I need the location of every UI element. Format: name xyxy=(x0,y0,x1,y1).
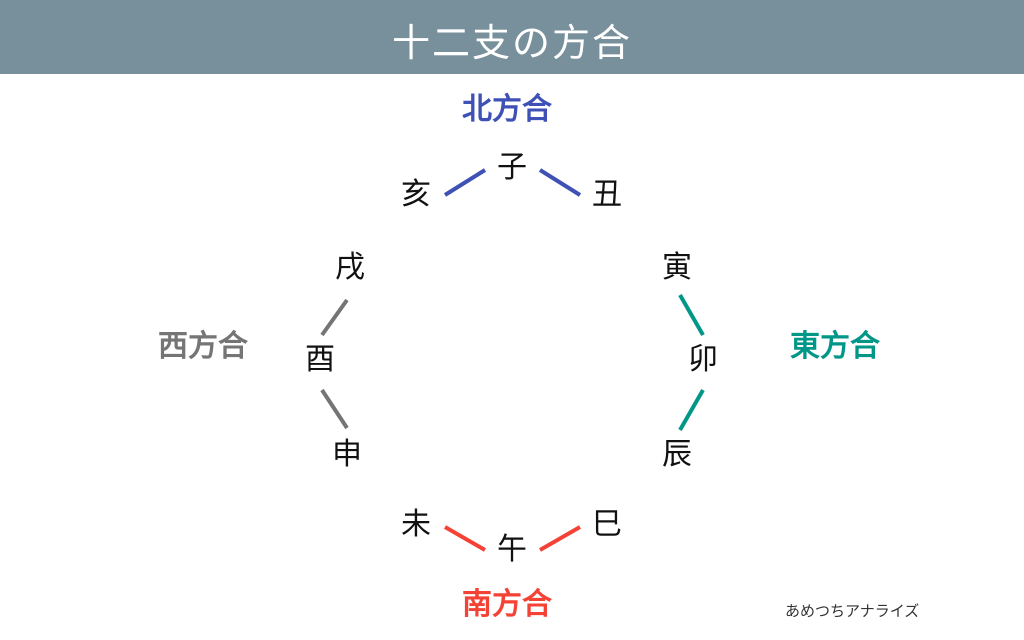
east-group-label: 東方合 xyxy=(790,329,880,364)
sign-ushi: 丑 xyxy=(592,177,622,212)
sign-u: 卯 xyxy=(688,342,718,377)
west-line-1 xyxy=(320,298,349,337)
sign-inu: 戌 xyxy=(335,250,365,285)
sign-tatsu: 辰 xyxy=(662,437,692,472)
north-line-1 xyxy=(443,168,487,197)
east-line-2 xyxy=(678,389,705,431)
sign-hitsuji: 未 xyxy=(401,507,431,542)
title-bar: 十二支の方合 xyxy=(0,0,1024,74)
sign-i: 亥 xyxy=(401,177,431,212)
sign-ne: 子 xyxy=(497,150,527,185)
south-line-1 xyxy=(444,525,486,552)
south-group-label: 南方合 xyxy=(462,587,552,622)
north-group-label: 北方合 xyxy=(462,92,552,127)
page-title: 十二支の方合 xyxy=(391,21,632,65)
west-line-2 xyxy=(320,388,349,430)
sign-mi: 巳 xyxy=(592,507,622,542)
south-line-2 xyxy=(539,525,581,552)
east-line-1 xyxy=(678,294,705,336)
west-group-label: 西方合 xyxy=(158,329,248,364)
sign-uma: 午 xyxy=(497,532,527,567)
watermark: あめつちアナライズ xyxy=(785,602,920,620)
sign-saru: 申 xyxy=(332,437,362,472)
sign-tori: 酉 xyxy=(305,342,335,377)
north-line-2 xyxy=(538,168,582,197)
sign-tora: 寅 xyxy=(662,250,692,285)
